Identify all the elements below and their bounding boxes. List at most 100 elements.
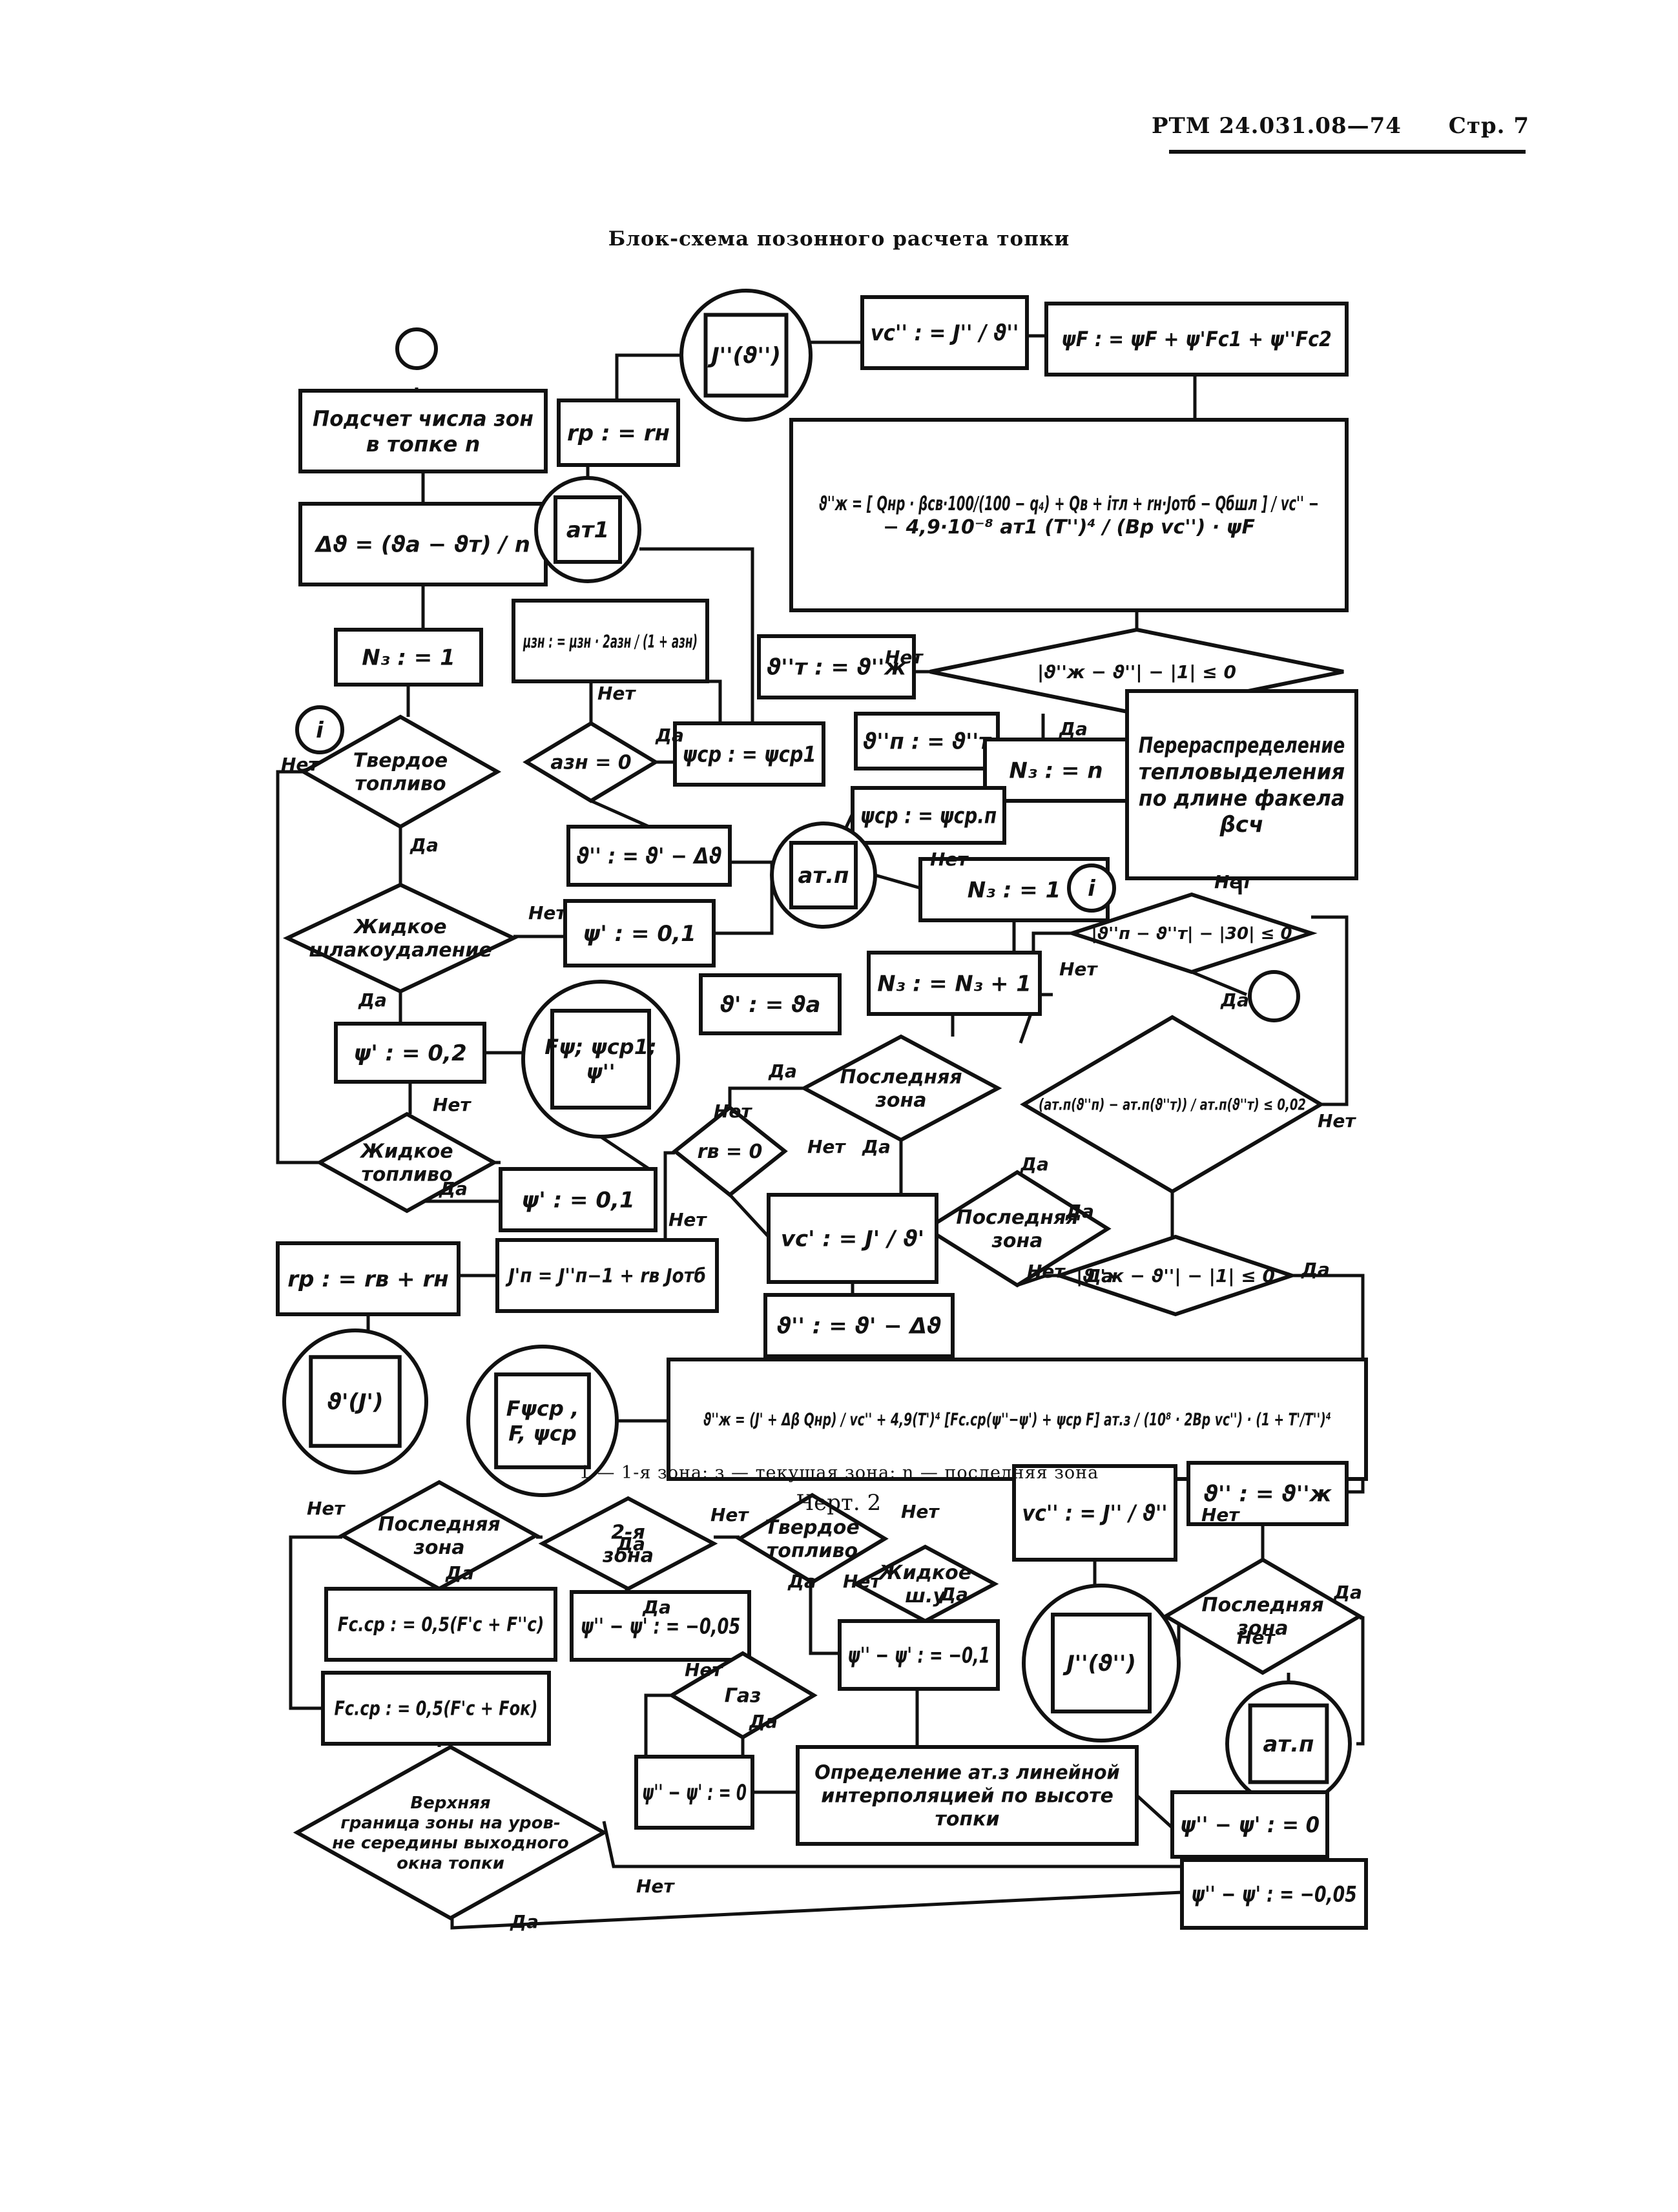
node-label: ψ' : = 0,2: [353, 1040, 466, 1066]
node-sub-fpsi: Fψ; ψср1;ψ'': [521, 980, 680, 1139]
node-theta-nn-shape: [1186, 1461, 1349, 1526]
node-psi-005-b: ψ'' − ψ' : = −0,05: [1180, 1858, 1368, 1930]
node-mu-zn-shape: [512, 599, 709, 683]
edge-label-yes: Да: [358, 989, 387, 1011]
node-upper-boundary-shape: [293, 1744, 608, 1921]
edge-label-yes: Да: [749, 1711, 778, 1732]
subroutine-inner-box: [554, 495, 622, 564]
node-label: зона: [991, 1230, 1042, 1252]
node-jn: J'п = J''п−1 + rв Jотб: [495, 1238, 719, 1313]
node-label: ψ'' − ψ' : = −0,05: [581, 1613, 741, 1639]
node-label: ϑ''ж = (J' + Δβ Qнр) / vc'' + 4,9(T')⁴ […: [703, 1410, 1331, 1430]
node-label: Жидкое: [359, 1141, 453, 1163]
node-psi-srn: ψср : = ψср.п: [851, 786, 1006, 845]
edge-label-no: Нет: [1237, 1627, 1276, 1648]
node-sub-j-low: J''(ϑ''): [1022, 1584, 1181, 1742]
node-solid-fuel-1-shape: [299, 714, 502, 829]
node-vc-low-shape: [1012, 1464, 1177, 1562]
node-theta-nx: ϑ''т : = ϑ''ж: [757, 634, 916, 699]
node-label: граница зоны на уров-: [340, 1814, 561, 1833]
node-theta-n: ϑ''п : = ϑ''т: [854, 712, 1000, 770]
node-gas: Газ: [668, 1651, 818, 1740]
node-label: ψ' : = 0,1: [583, 921, 696, 947]
node-label: зона: [1236, 1617, 1288, 1640]
node-label: топливо: [355, 773, 446, 796]
edge-label-no: Нет: [668, 1209, 707, 1230]
edge-label-yes: Да: [862, 1136, 891, 1157]
node-psi-sr: ψср : = ψср1: [673, 721, 825, 787]
node-label: Δϑ = (ϑа − ϑт) / n: [314, 532, 530, 557]
node-label: ψср : = ψср1: [683, 741, 816, 767]
node-label: окна топки: [397, 1854, 504, 1873]
node-rb: rв = 0: [672, 1105, 788, 1197]
node-rel-err-shape: [1020, 1015, 1325, 1194]
node-label: Перераспределение: [1139, 733, 1345, 759]
subroutine-inner-box: [789, 841, 858, 909]
node-conn-i-right-shape: [1067, 863, 1116, 913]
node-last-zone-4-shape: [1162, 1557, 1363, 1675]
node-end: [1248, 970, 1300, 1022]
node-sub-atn-low: aт.п: [1225, 1680, 1352, 1807]
node-n3-1-left-shape: [334, 628, 483, 687]
node-label: ϑ'(J'): [327, 1389, 383, 1415]
node-label: Fψ; ψср1;: [544, 1035, 657, 1059]
node-label: Последняя: [1201, 1594, 1323, 1617]
edge-label-no: Нет: [1027, 1261, 1066, 1282]
diagram-title: Блок-схема позонного расчета топки: [608, 227, 1070, 251]
node-conn-i-left: i: [295, 705, 344, 754]
node-label: Определение aт.з линейной: [814, 1762, 1120, 1784]
edge-label-yes: Да: [1301, 1259, 1330, 1280]
node-label: N₃ : = 1: [362, 645, 455, 670]
edge-label-yes: Да: [616, 1533, 645, 1555]
edge-label-no: Нет: [1201, 1504, 1240, 1525]
node-zone-2-shape: [538, 1496, 718, 1591]
node-psi-0-a-shape: [634, 1755, 754, 1830]
node-label: ϑ''ж = [ Qнр · βсв·100/(100 − q₄) + Qв +…: [819, 493, 1319, 515]
node-label: ψ' : = 0,1: [521, 1187, 634, 1213]
node-n3-n: N₃ : = n: [983, 738, 1129, 803]
node-label: Fс.ср : = 0,5(F'с + F''с): [338, 1614, 544, 1637]
node-psi-sr-shape: [673, 721, 825, 787]
node-label: βсч: [1219, 812, 1264, 838]
subroutine-inner-box: [1051, 1613, 1152, 1713]
node-label: Подсчет числа зон: [313, 406, 533, 431]
edge-label-yes: Да: [642, 1597, 671, 1618]
edge-label-no: Нет: [281, 754, 320, 775]
node-conn-i-right: i: [1067, 863, 1116, 913]
node-redistrib-shape: [1125, 689, 1358, 880]
node-label: по длине факела: [1139, 785, 1345, 811]
node-label: 2-я: [611, 1522, 645, 1544]
node-label: ψ'' − ψ' : = −0,1: [847, 1642, 990, 1668]
node-last-zone-1-shape: [800, 1034, 1002, 1142]
node-label: зона: [602, 1545, 654, 1567]
node-vc-mid: vc' : = J' / ϑ': [767, 1193, 938, 1284]
node-label: aт.п: [798, 863, 849, 889]
flow-connector: [590, 799, 650, 829]
figure-number: Черт. 2: [796, 1490, 882, 1516]
edge-label-no: Нет: [1318, 1110, 1356, 1132]
node-label: Верхняя: [410, 1793, 490, 1813]
node-vc-top: vc'' : = J'' / ϑ'': [860, 295, 1029, 370]
node-rb-shape: [672, 1105, 788, 1197]
node-liquid-slag-shape: [282, 882, 519, 994]
node-label: зона: [413, 1536, 464, 1559]
node-conv-2: |ϑ''ж − ϑ''| − |1| ≤ 0: [1053, 1234, 1298, 1317]
node-vc-low: vc'' : = J'' / ϑ'': [1012, 1464, 1177, 1562]
node-n3-inc-shape: [867, 951, 1042, 1016]
flow-connector: [1356, 1616, 1365, 1746]
node-label: зона: [875, 1090, 926, 1112]
node-theta-a: ϑ' : = ϑа: [699, 973, 842, 1035]
edge-label-yes: Да: [1020, 1153, 1049, 1175]
node-psi-01-low: ψ'' − ψ' : = −0,1: [838, 1619, 1000, 1691]
node-label: ϑ''т : = ϑ''ж: [767, 654, 907, 680]
node-jn-shape: [495, 1238, 719, 1313]
edge-label-no: Нет: [843, 1571, 882, 1592]
